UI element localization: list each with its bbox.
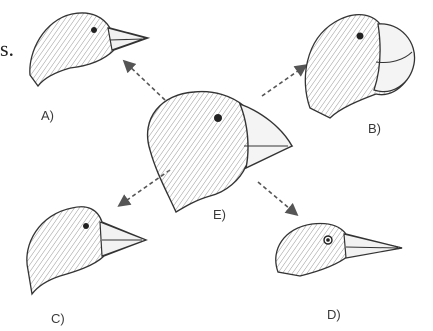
finch-head-e — [148, 92, 292, 212]
label-b: B) — [368, 121, 381, 136]
arrow-to-a — [125, 62, 165, 100]
label-a: A) — [41, 108, 54, 123]
label-e: E) — [213, 207, 226, 222]
finch-head-b — [305, 15, 414, 118]
finch-head-a — [30, 13, 148, 86]
label-d: D) — [327, 307, 341, 322]
arrow-to-b — [262, 66, 305, 96]
arrow-to-d — [258, 182, 296, 214]
finch-head-d — [276, 223, 402, 276]
label-c: C) — [51, 311, 65, 326]
finch-head-c — [27, 207, 146, 294]
